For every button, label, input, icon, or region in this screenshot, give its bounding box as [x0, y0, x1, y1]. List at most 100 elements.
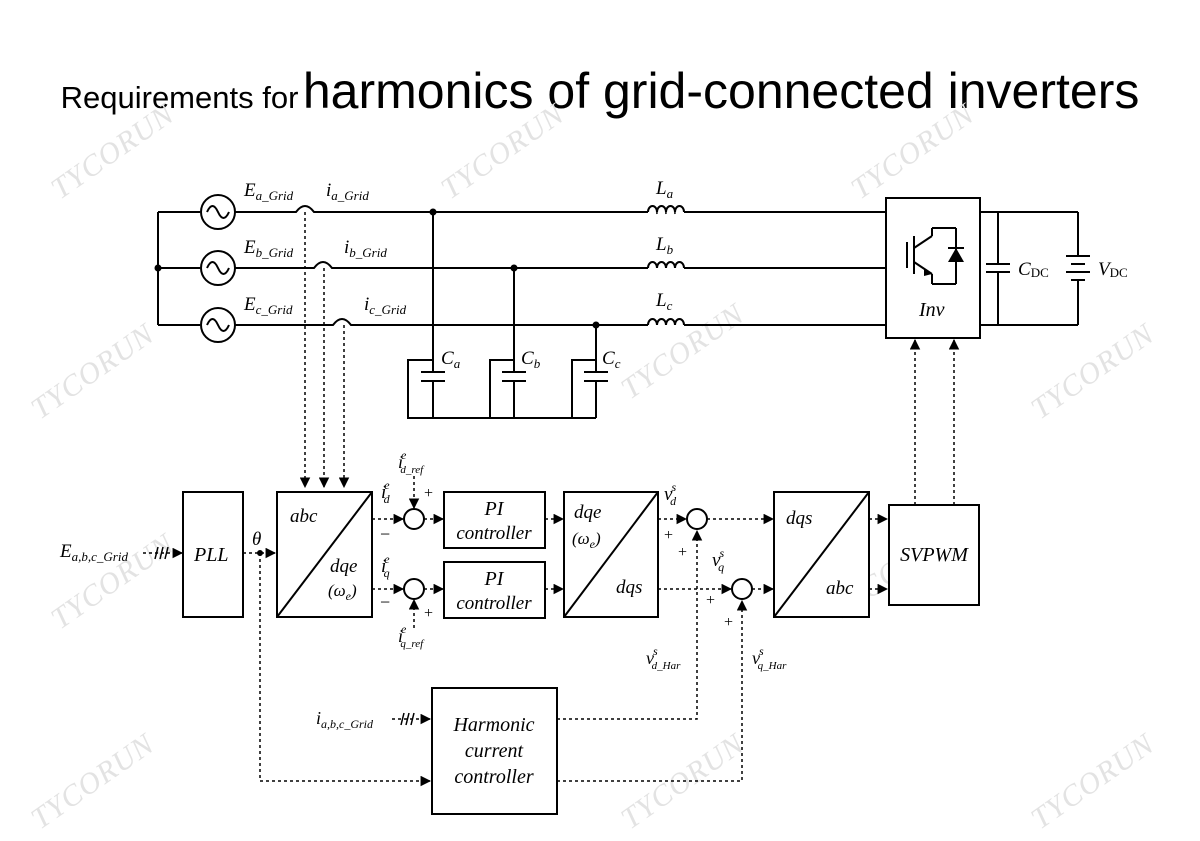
omega2-label: (ω	[572, 529, 590, 548]
ec-label: E	[243, 294, 256, 315]
iq-ref-sub: q_ref	[400, 638, 425, 650]
svg-text:ieq: ieq	[381, 552, 390, 580]
svg-text:Eb_Grid: Eb_Grid	[243, 237, 294, 260]
power-stage: Inv Ea_Grid Eb_Grid Ec_Grid ia_Grid ib_G…	[154, 178, 1128, 419]
pi-controller-q	[443, 561, 546, 619]
title-prefix: Requirements for	[60, 80, 299, 115]
page-title: Requirements for harmonics of grid-conne…	[0, 62, 1200, 120]
vq-sub: q	[718, 560, 724, 574]
pll-block	[182, 491, 244, 618]
svpwm-label: SVPWM	[900, 544, 969, 566]
battery-icon	[1066, 212, 1090, 325]
vd-sub: d	[670, 494, 677, 508]
cb-label: C	[521, 348, 534, 369]
ec-sub: c_Grid	[256, 302, 293, 317]
svg-text:ib_Grid: ib_Grid	[344, 237, 387, 260]
vq-har-label: v	[752, 648, 760, 668]
pi-controller-d	[443, 491, 546, 549]
iq-sub: q	[384, 566, 390, 580]
svg-text:Ea_Grid: Ea_Grid	[243, 180, 294, 203]
iq-sup: e	[384, 552, 390, 566]
la-sub: a	[667, 186, 674, 201]
svg-text:vsq_Har: vs q_Har	[752, 644, 787, 672]
id-ref-sup: e	[401, 448, 407, 462]
pll-label: PLL	[193, 544, 228, 566]
sum-vd-icon	[686, 508, 708, 530]
id-sub: d	[384, 492, 391, 506]
id-label: i	[381, 482, 386, 503]
inductor-c-icon	[647, 318, 685, 326]
omega2-close: )	[594, 529, 601, 548]
watermarks: TYCORUN TYCORUN TYCORUN TYCORUN TYCORUN …	[25, 97, 1161, 836]
eb-sub: b_Grid	[256, 245, 294, 260]
svg-text:vsd_Har: vsd_Har	[646, 644, 681, 672]
svg-text:ia_Grid: ia_Grid	[326, 180, 369, 203]
cdc-sub: DC	[1031, 265, 1049, 280]
svg-text:(ωe): (ωe)	[572, 529, 601, 551]
ib-sub: b_Grid	[349, 245, 387, 260]
watermark: TYCORUN	[45, 97, 181, 206]
svg-text:vsq: vsq	[712, 546, 724, 574]
vdc-label: V	[1098, 259, 1112, 280]
igbt-icon	[906, 227, 964, 285]
svg-text:Ec_Grid: Ec_Grid	[243, 294, 293, 317]
source-b-icon	[200, 250, 236, 286]
minus-d: −	[380, 524, 390, 544]
vd-sup: s	[671, 480, 676, 494]
dc-capacitor-icon	[986, 212, 1010, 325]
svg-text:ieq_ref: ieq_ref	[398, 622, 425, 650]
svpwm-block	[888, 504, 980, 606]
pi2-line2: controller	[456, 593, 532, 614]
harm-line1: Harmonic	[452, 714, 534, 736]
svg-text:ia,b,c_Grid: ia,b,c_Grid	[316, 708, 374, 731]
svg-text:Cc: Cc	[602, 348, 621, 371]
i-abc-label: i	[316, 708, 321, 728]
ea-label: E	[243, 180, 256, 201]
pi2-line1: PI	[484, 568, 505, 590]
ia-sub: a_Grid	[331, 188, 369, 203]
ic-sub: c_Grid	[369, 302, 406, 317]
vq-har-sup: s	[759, 644, 764, 658]
eb-label: E	[243, 237, 256, 258]
omega-close: )	[350, 581, 357, 600]
omega2-sub: e	[590, 537, 596, 551]
sum-vq-icon	[731, 578, 753, 600]
svg-text:Ea,b,c_Grid: Ea,b,c_Grid	[59, 541, 128, 564]
vq-har-sub: q_Har	[758, 660, 787, 672]
abc2-label: abc	[826, 578, 854, 599]
plus-d: +	[424, 485, 433, 502]
capacitor-a-icon	[421, 212, 445, 418]
iq-label: i	[381, 556, 386, 577]
e-abc-sub: a,b,c_Grid	[72, 549, 129, 564]
lc-label: L	[655, 290, 667, 311]
harm-line3: controller	[454, 766, 533, 788]
inverter-label: Inv	[918, 299, 945, 321]
omega-label: (ω	[328, 581, 346, 600]
watermark: TYCORUN	[1025, 317, 1161, 426]
svg-text:Lc: Lc	[655, 290, 673, 313]
watermark: TYCORUN	[25, 317, 161, 426]
watermark: TYCORUN	[25, 727, 161, 836]
svg-text:Ca: Ca	[441, 348, 461, 371]
ca-label: C	[441, 348, 454, 369]
pi1-line1: PI	[484, 498, 505, 520]
sum-q-icon	[403, 578, 425, 600]
vd-har-label: v	[646, 648, 654, 668]
inductor-b-icon	[647, 261, 685, 269]
lb-sub: b	[667, 242, 674, 257]
watermark: TYCORUN	[845, 97, 981, 206]
capacitor-c-icon	[584, 325, 608, 418]
inductor-a-icon	[647, 205, 685, 215]
abc-label: abc	[290, 506, 318, 527]
ia-label: i	[326, 180, 331, 201]
title-main: harmonics of grid-connected inverters	[302, 63, 1140, 119]
dqs2-label: dqs	[786, 508, 812, 529]
plus-vq1: +	[706, 592, 715, 609]
ea-sub: a_Grid	[256, 188, 294, 203]
watermark: TYCORUN	[1025, 727, 1161, 836]
pi1-line2: controller	[456, 523, 532, 544]
dqe2-label: dqe	[574, 502, 601, 523]
omega-sub: e	[346, 589, 352, 603]
vd-label: v	[664, 484, 673, 505]
